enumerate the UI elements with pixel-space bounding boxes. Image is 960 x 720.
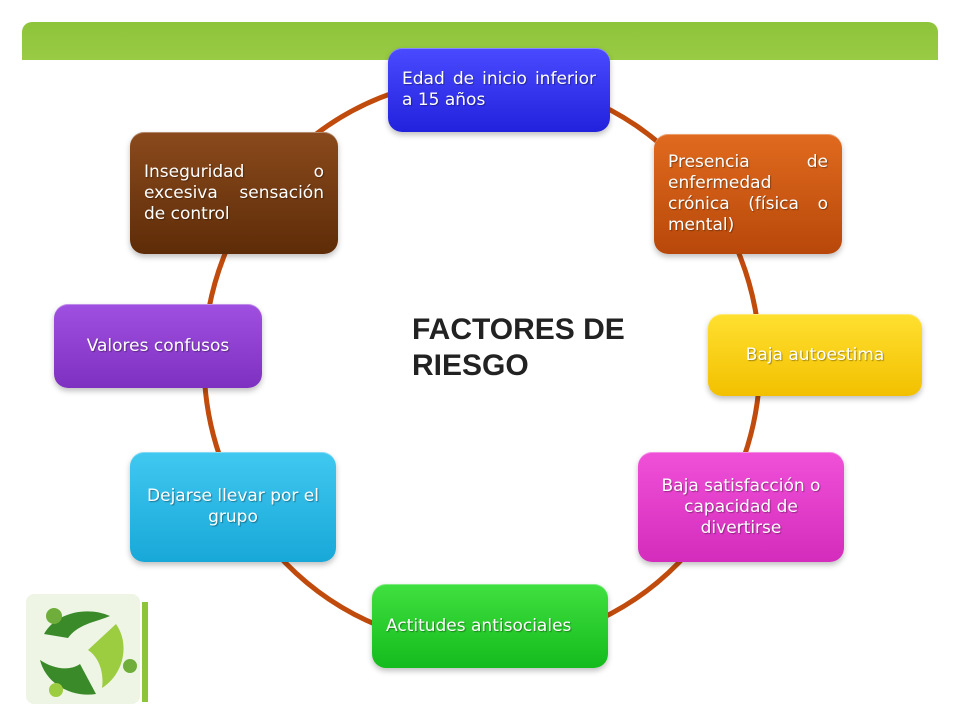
factor-box-self-esteem: Baja autoestima: [708, 314, 922, 396]
factor-label: Presencia de enfermedad crónica (física …: [668, 152, 828, 235]
factor-box-values: Valores confusos: [54, 304, 262, 388]
logo-dot: [46, 608, 62, 624]
factor-box-antisocial: Actitudes antisociales: [372, 584, 608, 668]
factor-box-peer-pressure: Dejarse llevar por el grupo: [130, 452, 336, 562]
logo-dot: [123, 659, 137, 673]
factor-label: Inseguridad o excesiva sensación de cont…: [144, 161, 324, 224]
factor-box-insecurity: Inseguridad o excesiva sensación de cont…: [130, 132, 338, 254]
title-line-2: RIESGO: [412, 349, 529, 382]
logo-swoosh-bottom: [40, 660, 96, 695]
factor-box-satisfaction: Baja satisfacción o capacidad de diverti…: [638, 452, 844, 562]
factor-box-chronic-illness: Presencia de enfermedad crónica (física …: [654, 134, 842, 254]
factor-label: Dejarse llevar por el grupo: [147, 486, 319, 527]
factor-label: Valores confusos: [86, 335, 230, 356]
diagram-title: FACTORES DE RIESGO: [412, 312, 652, 384]
factor-label: Baja autoestima: [745, 344, 885, 365]
factor-label: Baja satisfacción o capacidad de diverti…: [661, 475, 821, 538]
logo-dot: [49, 683, 63, 697]
logo-bar: [142, 602, 148, 702]
logo-swoosh-right: [88, 624, 124, 688]
organization-logo: [26, 594, 148, 704]
title-line-1: FACTORES DE: [412, 313, 625, 346]
factor-box-age: Edad de inicio inferior a 15 años: [388, 48, 610, 132]
factor-label: Actitudes antisociales: [386, 615, 572, 636]
factor-label: Edad de inicio inferior a 15 años: [402, 69, 596, 110]
